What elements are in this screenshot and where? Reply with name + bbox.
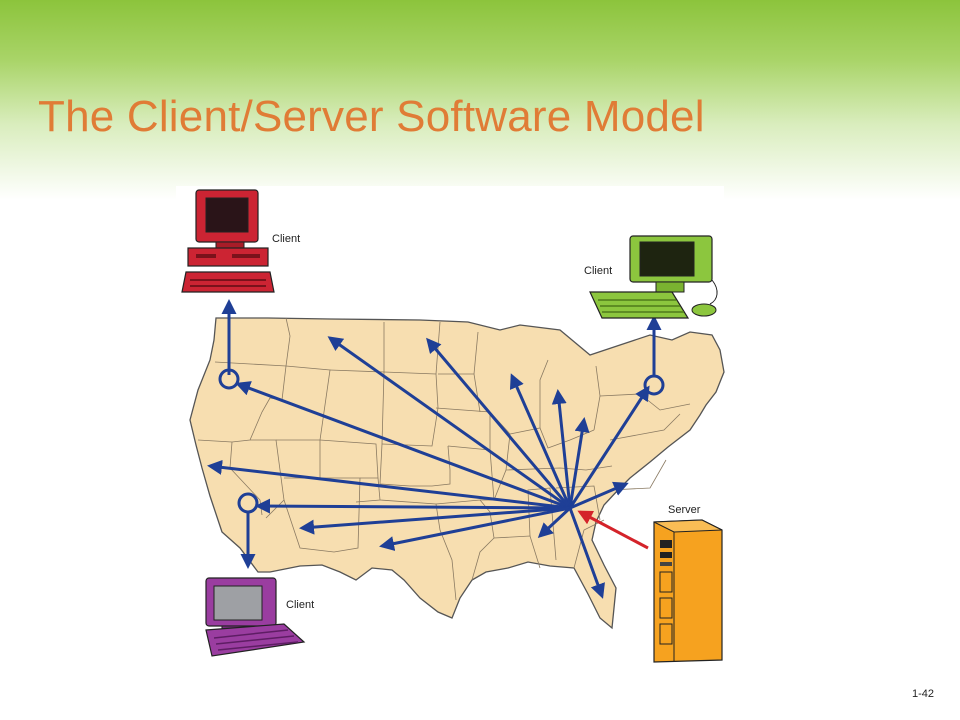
client-computer-purple	[205, 577, 306, 657]
client-label-bottom-left: Client	[286, 599, 314, 611]
client-label-top-right: Client	[584, 265, 612, 277]
header-gradient-band	[0, 0, 960, 200]
client-computer-red	[181, 189, 275, 293]
client-label-top-left: Client	[272, 233, 300, 245]
server-link-arrow	[577, 510, 649, 550]
server-tower	[653, 519, 723, 663]
client-computer-green	[589, 235, 718, 319]
endpoint-circles	[218, 368, 665, 514]
page-number: 1-42	[911, 688, 934, 700]
connection-arrows	[207, 299, 662, 599]
server-label: Server	[668, 504, 701, 516]
slide-title: The Client/Server Software Model	[38, 92, 705, 141]
